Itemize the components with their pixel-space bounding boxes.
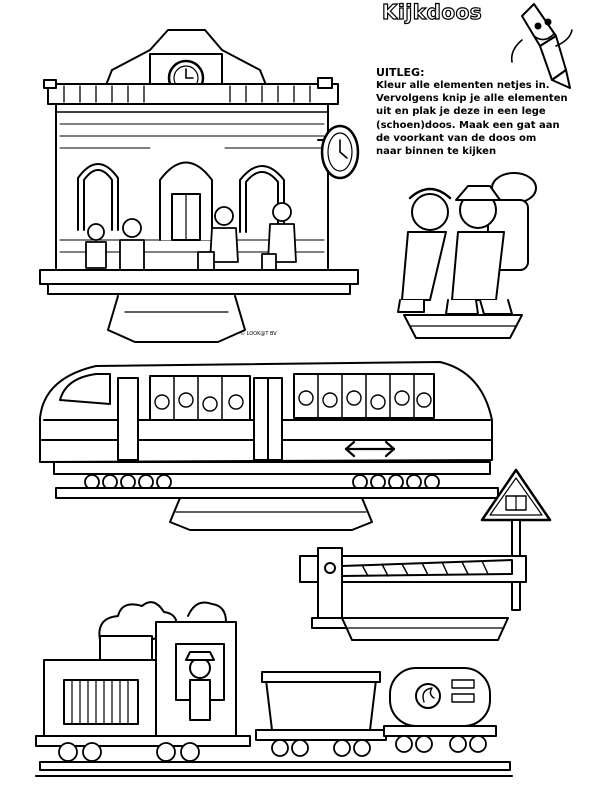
railway-barrier [299,547,527,641]
instructions-heading: UITLEG: [376,66,425,79]
instructions-text: Kleur alle elementen netjes in. Vervolge… [376,79,596,158]
passenger-train [39,361,499,531]
page-title: Kijkdoos [381,0,483,25]
freight-train [35,601,513,777]
instructions-line: naar binnen te kijken [376,146,497,158]
station-wall-clock [317,124,360,180]
instructions-line: de voorkant van de doos om [376,132,537,144]
hikers [397,172,537,339]
copyright-credit: © LOOK@T BV [240,331,277,337]
train-station [39,29,360,343]
instructions-line: Vervolgens knip je alle elementen [376,93,568,105]
double-arrow-icon [344,440,396,458]
instructions-line: uit en plak je deze in een lege [376,106,546,118]
instructions-line: Kleur alle elementen netjes in. [376,80,550,91]
instructions-line: (schoen)doos. Maak een gat aan [376,119,560,131]
pencil-mascot-icon [510,3,573,89]
